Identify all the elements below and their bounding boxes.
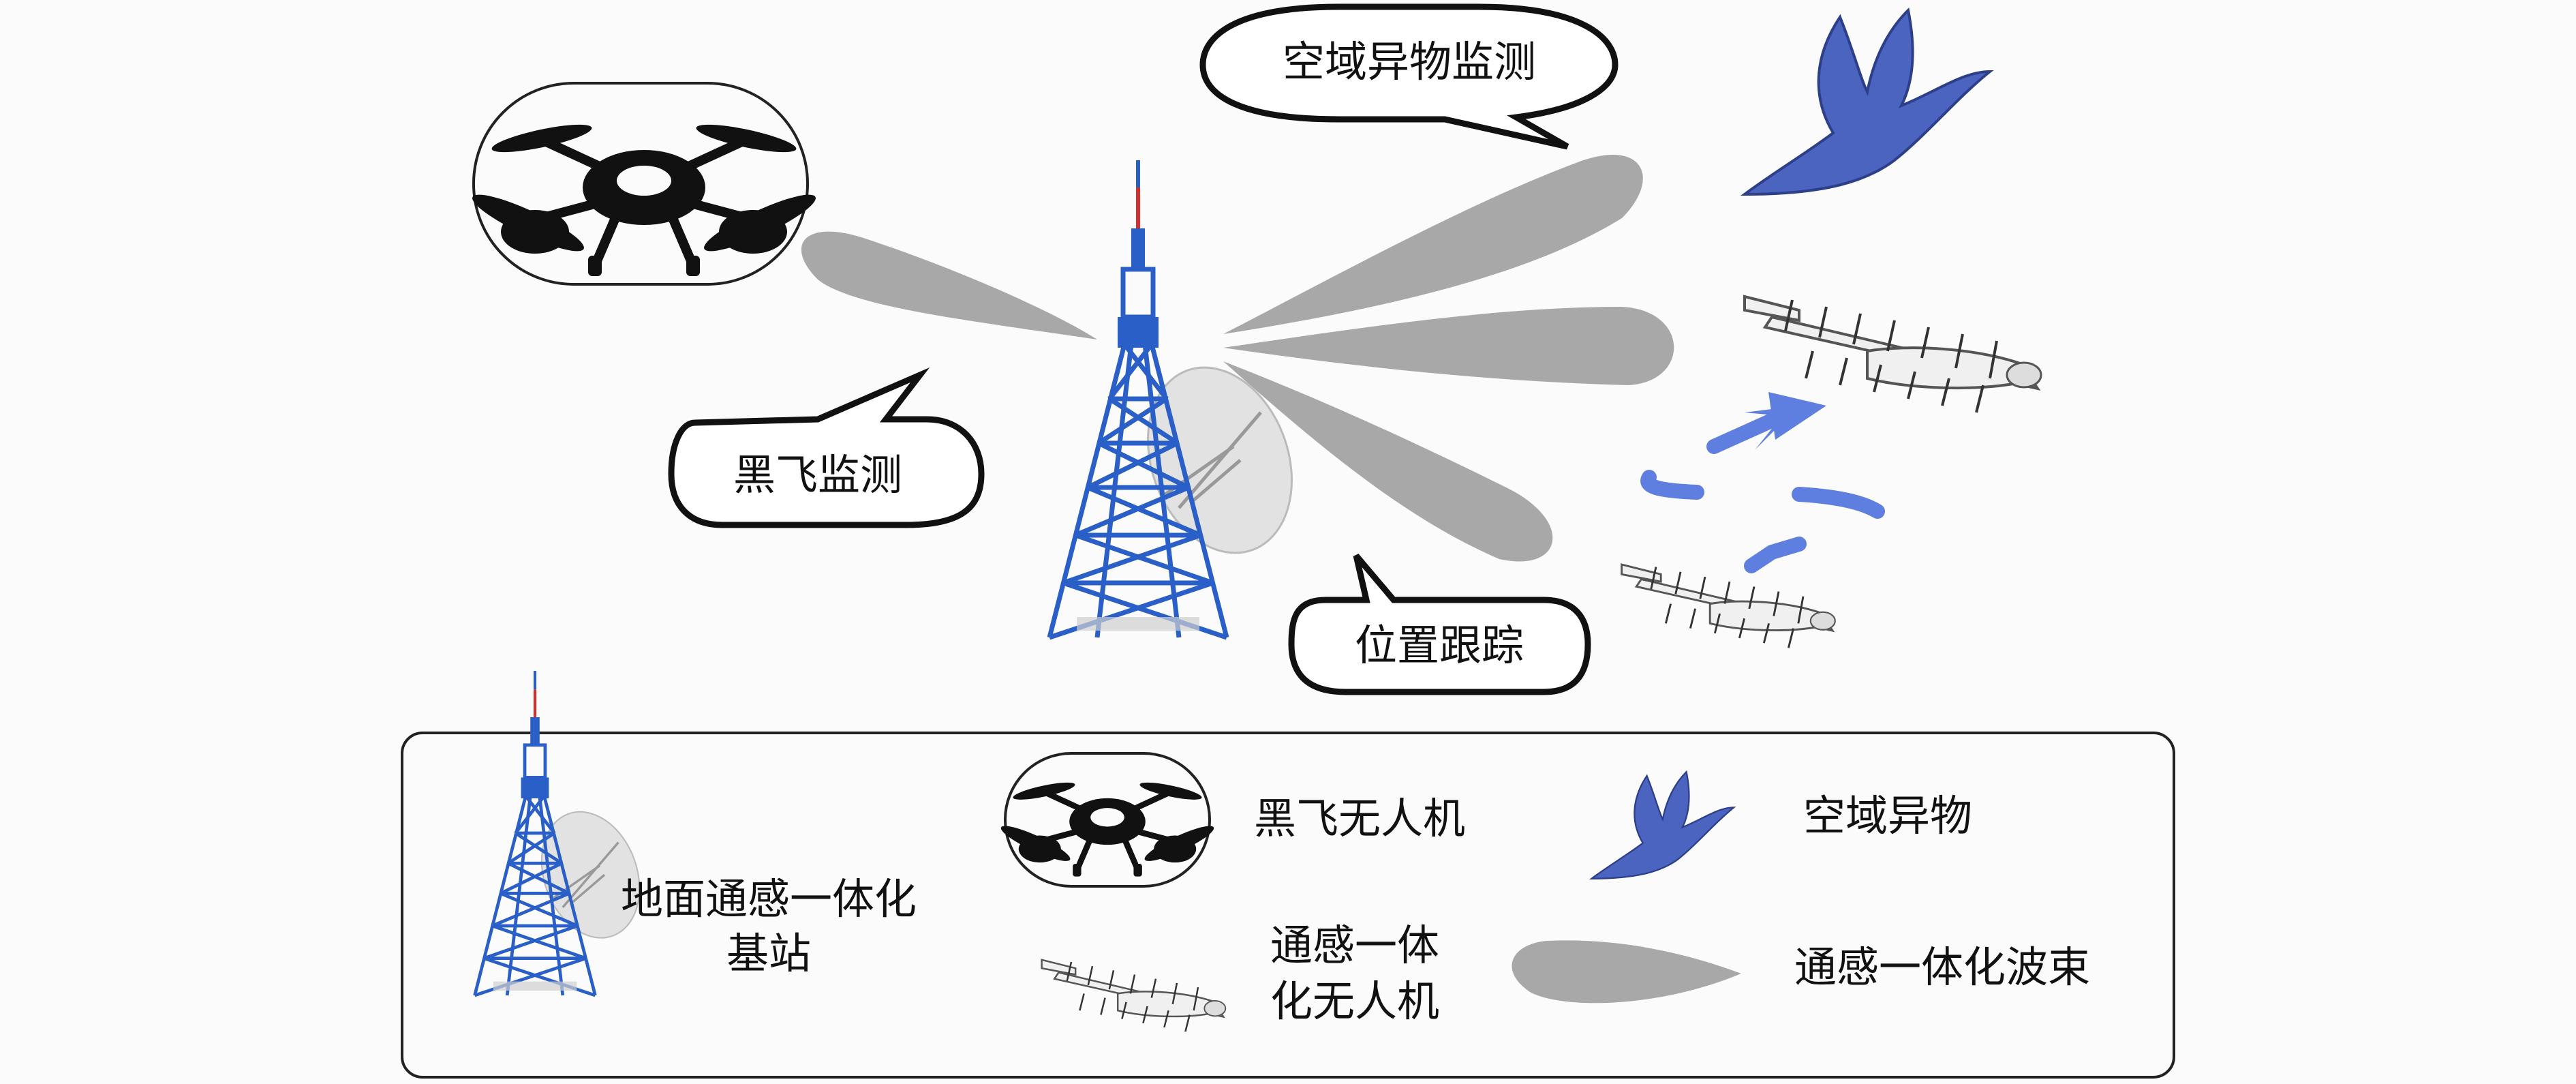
callout-airspace-monitoring: 空域异物监测: [1199, 3, 1619, 150]
beam-left: [801, 231, 1097, 340]
legend-black-flight-drone-label: 黑飞无人机: [1254, 794, 1465, 843]
legend-airspace-object-label: 空域异物: [1803, 791, 1972, 841]
tracking-arrow-tip: [1768, 392, 1826, 440]
tracking-arrow: [1640, 408, 1885, 573]
callout-position-tracking: 位置跟踪: [1288, 554, 1591, 695]
isac-drone-upper-icon: [1743, 295, 2042, 414]
legend: 地面通感一体化 基站 黑飞无人机 空域异物 通感一体 化无人机 通感一体化波束: [401, 671, 2175, 1079]
legend-isac-drone-line1: 通感一体: [1270, 920, 1439, 970]
black-flight-drone-bubble: [467, 82, 821, 286]
legend-base-station-line2: 基站: [726, 929, 811, 978]
legend-isac-drone-line2: 化无人机: [1270, 976, 1439, 1026]
legend-isac-beam-label: 通感一体化波束: [1794, 942, 2090, 992]
callout-black-flight-monitoring-text: 黑飞监测: [733, 450, 902, 500]
callout-airspace-monitoring-text: 空域异物监测: [1283, 37, 1536, 87]
beam-right: [1223, 307, 1674, 385]
beam-lower-right: [1223, 361, 1553, 562]
callout-position-tracking-text: 位置跟踪: [1355, 620, 1524, 670]
legend-beam-icon: [1512, 940, 1741, 1004]
callout-black-flight-monitoring: 黑飞监测: [668, 367, 985, 528]
isac-drone-lower-icon: [1621, 563, 1837, 649]
beam-upper-right: [1223, 155, 1643, 334]
airspace-object-bird-icon: [1743, 9, 1991, 196]
legend-base-station-line1: 地面通感一体化: [621, 874, 917, 924]
